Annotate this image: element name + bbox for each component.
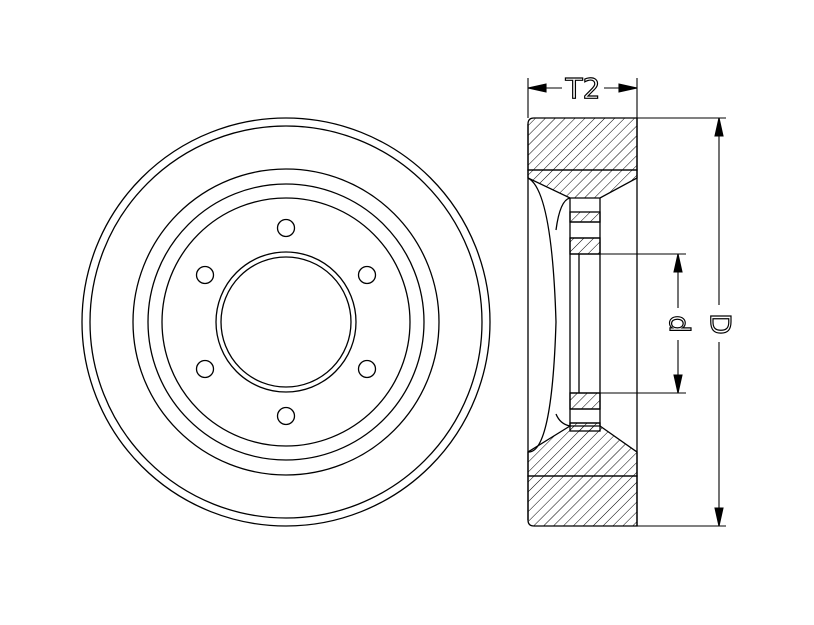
web-block-top: [569, 211, 601, 223]
side-section-view: [527, 117, 638, 527]
hub-outer-circle: [132, 168, 440, 476]
tread-section-top: [527, 117, 638, 171]
hub-flange-top: [527, 169, 638, 199]
bolt-hole: [276, 406, 296, 426]
bolt-hole: [357, 265, 377, 285]
bolt-hole: [195, 265, 215, 285]
outer-rim-inner-circle: [89, 125, 483, 519]
tread-section-bottom: [527, 475, 638, 527]
bore-outer-circle: [215, 251, 357, 393]
hub-flange-circle: [161, 197, 411, 447]
bore-diameter-label: d: [663, 315, 696, 333]
web-block-upper: [569, 237, 601, 255]
width-dimension-label: T2: [565, 72, 601, 105]
front-view: [81, 117, 491, 527]
hub-step-circle: [147, 183, 425, 461]
dimension-lines: [527, 78, 726, 527]
bore-inner-circle: [220, 256, 352, 388]
outer-rim-circle: [81, 117, 491, 527]
web-block-lower: [569, 392, 601, 410]
hub-flange-bottom: [527, 425, 638, 477]
bolt-hole: [276, 218, 296, 238]
bolt-hole: [357, 359, 377, 379]
web-block-bottom: [569, 422, 601, 432]
outer-diameter-label: D: [704, 313, 737, 335]
bolt-hole: [195, 359, 215, 379]
